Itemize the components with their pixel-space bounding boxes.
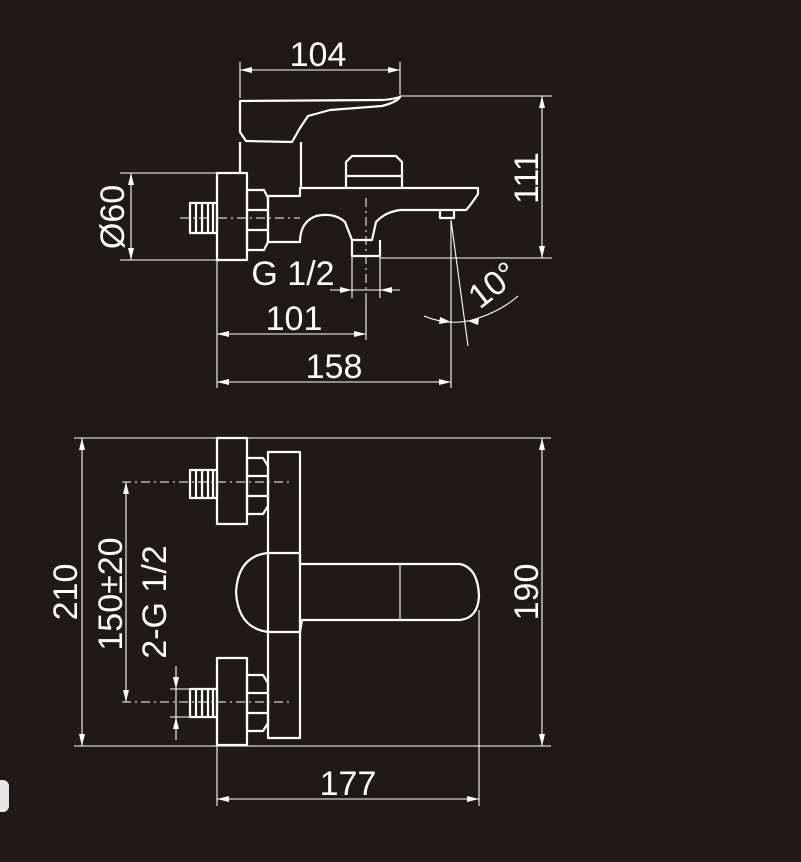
dimension-2g12: 2-G 1/2 (136, 545, 190, 740)
dimension-111: 111 (380, 95, 552, 259)
dimension-177: 177 (216, 610, 480, 806)
side-view: 104 111 Ø60 G 1/2 (94, 36, 552, 388)
front-view-body (266, 450, 302, 740)
dimension-angle-10: 10° (423, 219, 525, 347)
side-view-wall-flange (215, 171, 249, 262)
side-view-body (266, 186, 480, 244)
dimension-g12: G 1/2 (251, 255, 400, 298)
label-158: 158 (306, 348, 363, 386)
dimension-158: 158 (217, 220, 452, 388)
dimension-210: 210 (47, 437, 551, 747)
front-view: 210 150±20 2-G 1/2 190 (47, 436, 551, 806)
side-view-diverter-knob (344, 154, 404, 188)
front-view-lower-thread (188, 687, 219, 719)
label-177: 177 (320, 765, 377, 803)
label-104: 104 (290, 36, 347, 74)
front-view-lower-nut (245, 673, 270, 733)
front-view-upper-nut (245, 456, 270, 516)
side-view-hex-nut (245, 188, 270, 252)
label-diameter-60: Ø60 (94, 185, 132, 249)
dimension-104: 104 (239, 36, 401, 98)
front-view-upper-thread (188, 468, 219, 500)
scroll-handle[interactable] (0, 780, 9, 812)
label-101: 101 (266, 300, 323, 338)
label-2g12: 2-G 1/2 (136, 545, 174, 658)
label-g12: G 1/2 (251, 255, 334, 293)
side-view-lever (238, 95, 402, 144)
dimension-190: 190 (508, 438, 546, 746)
dimension-101: 101 (216, 260, 367, 388)
label-150: 150±20 (92, 537, 130, 650)
label-190: 190 (508, 564, 546, 621)
dimension-diameter-60: Ø60 (94, 172, 217, 261)
front-view-lever (234, 551, 481, 634)
label-angle-10: 10° (461, 255, 525, 317)
dimension-150: 150±20 (92, 482, 130, 702)
front-view-upper-flange (215, 436, 249, 526)
side-view-outlet (438, 210, 456, 220)
label-111: 111 (508, 152, 546, 204)
side-view-neck (238, 142, 303, 188)
label-210: 210 (47, 564, 85, 621)
